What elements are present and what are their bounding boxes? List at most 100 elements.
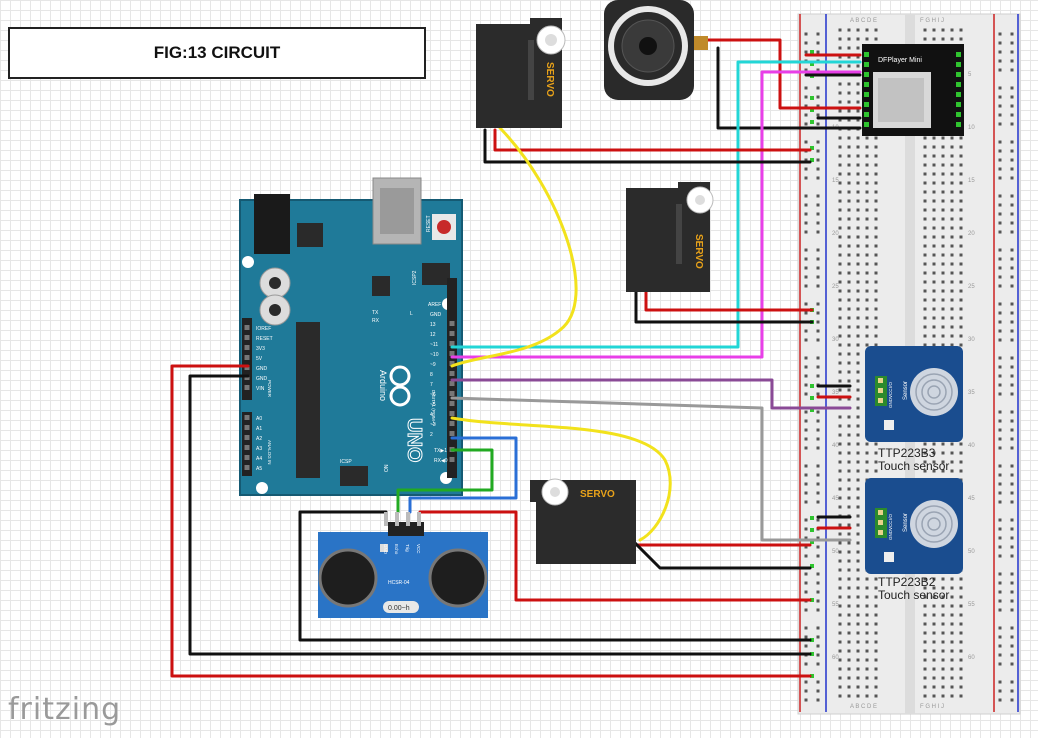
breadboard-hole bbox=[923, 640, 927, 644]
rail-hole bbox=[816, 626, 820, 630]
breadboard-hole bbox=[941, 334, 945, 338]
breadboard-hole bbox=[941, 667, 945, 671]
breadboard-hole bbox=[856, 55, 860, 59]
rail-hole bbox=[1010, 653, 1014, 657]
breadboard-hole bbox=[950, 577, 954, 581]
rail-hole bbox=[804, 212, 808, 216]
rail-hole bbox=[1010, 338, 1014, 342]
breadboard-hole bbox=[865, 649, 869, 653]
breadboard-hole bbox=[923, 694, 927, 698]
breadboard-hole bbox=[847, 658, 851, 662]
breadboard-hole bbox=[959, 577, 963, 581]
ultrasonic-pin-label: Trig bbox=[405, 544, 410, 552]
header-pin bbox=[244, 425, 250, 430]
breadboard-hole bbox=[847, 523, 851, 527]
breadboard-hole bbox=[932, 613, 936, 617]
breadboard-hole bbox=[950, 262, 954, 266]
breadboard-hole bbox=[932, 676, 936, 680]
rail-hole bbox=[1010, 482, 1014, 486]
rail-hole bbox=[998, 338, 1002, 342]
breadboard-hole bbox=[847, 28, 851, 32]
column-letters-right-top: F G H I J bbox=[920, 18, 944, 24]
rail-hole bbox=[804, 680, 808, 684]
module-pin bbox=[956, 102, 961, 107]
rail-hole bbox=[1010, 284, 1014, 288]
digital-pin-label: ~3 bbox=[430, 422, 436, 428]
row-number: 20 bbox=[832, 231, 839, 237]
breadboard-hole bbox=[959, 154, 963, 158]
rail-hole bbox=[1010, 554, 1014, 558]
header-pin bbox=[449, 457, 455, 462]
breadboard-hole bbox=[932, 604, 936, 608]
rail-hole bbox=[1010, 149, 1014, 153]
rail-hole bbox=[816, 302, 820, 306]
breadboard-hole bbox=[941, 199, 945, 203]
rail-hole bbox=[998, 257, 1002, 261]
breadboard-hole bbox=[941, 649, 945, 653]
on-led-label: ON bbox=[384, 464, 390, 472]
breadboard-hole bbox=[959, 190, 963, 194]
breadboard-hole bbox=[856, 658, 860, 662]
breadboard-hole bbox=[874, 163, 878, 167]
rail-hole bbox=[1010, 464, 1014, 468]
breadboard-hole bbox=[923, 289, 927, 293]
dfplayer-mini-module: DFPlayer Mini bbox=[862, 44, 964, 136]
rail-hole bbox=[804, 257, 808, 261]
breadboard-hole bbox=[950, 469, 954, 473]
breadboard-hole bbox=[874, 595, 878, 599]
ultrasonic-pin bbox=[406, 512, 410, 526]
breadboard-hole bbox=[838, 325, 842, 329]
analog-pin-label: A5 bbox=[256, 466, 262, 472]
breadboard-hole bbox=[959, 451, 963, 455]
breadboard-hole bbox=[838, 172, 842, 176]
rail-hole bbox=[816, 500, 820, 504]
breadboard-hole bbox=[941, 298, 945, 302]
servo-motor-middle: SERVO bbox=[626, 182, 714, 292]
breadboard-hole bbox=[923, 325, 927, 329]
touch-pin-label: GND bbox=[888, 397, 893, 408]
rail-hole bbox=[998, 86, 1002, 90]
breadboard-hole bbox=[959, 217, 963, 221]
rail-hole bbox=[998, 464, 1002, 468]
breadboard-hole bbox=[865, 181, 869, 185]
breadboard-hole bbox=[865, 289, 869, 293]
rail-hole bbox=[804, 266, 808, 270]
breadboard-hole bbox=[874, 649, 878, 653]
breadboard-hole bbox=[874, 190, 878, 194]
breadboard-hole bbox=[856, 532, 860, 536]
breadboard-holes bbox=[804, 28, 1014, 702]
breadboard-hole bbox=[874, 235, 878, 239]
rail-hole bbox=[804, 590, 808, 594]
breadboard-hole bbox=[865, 262, 869, 266]
breadboard-hole bbox=[838, 694, 842, 698]
digital-pin-label: 7 bbox=[430, 382, 433, 388]
breadboard-hole bbox=[959, 298, 963, 302]
breadboard-hole bbox=[959, 604, 963, 608]
breadboard-hole bbox=[847, 280, 851, 284]
row-number: 60 bbox=[968, 655, 975, 661]
reset-label: RESET bbox=[426, 215, 432, 232]
rail-hole bbox=[998, 662, 1002, 666]
rail-hole bbox=[816, 572, 820, 576]
wire-servo1-power bbox=[493, 128, 812, 152]
breadboard-hole bbox=[950, 649, 954, 653]
rail-hole bbox=[998, 536, 1002, 540]
rail-hole bbox=[1010, 599, 1014, 603]
breadboard-hole bbox=[874, 271, 878, 275]
breadboard-hole bbox=[847, 631, 851, 635]
breadboard-hole bbox=[847, 109, 851, 113]
rail-hole bbox=[816, 365, 820, 369]
rail-hole bbox=[998, 104, 1002, 108]
rail-hole bbox=[804, 365, 808, 369]
rail-hole bbox=[816, 410, 820, 414]
breadboard-hole bbox=[847, 82, 851, 86]
digital-pin-label: ~11 bbox=[430, 342, 438, 348]
breadboard-hole bbox=[959, 172, 963, 176]
rail-hole bbox=[998, 644, 1002, 648]
breadboard-hole bbox=[865, 325, 869, 329]
rail-hole bbox=[816, 230, 820, 234]
breadboard-hole bbox=[865, 622, 869, 626]
touch-pin-label: GND bbox=[888, 529, 893, 540]
header-pin bbox=[244, 325, 250, 330]
